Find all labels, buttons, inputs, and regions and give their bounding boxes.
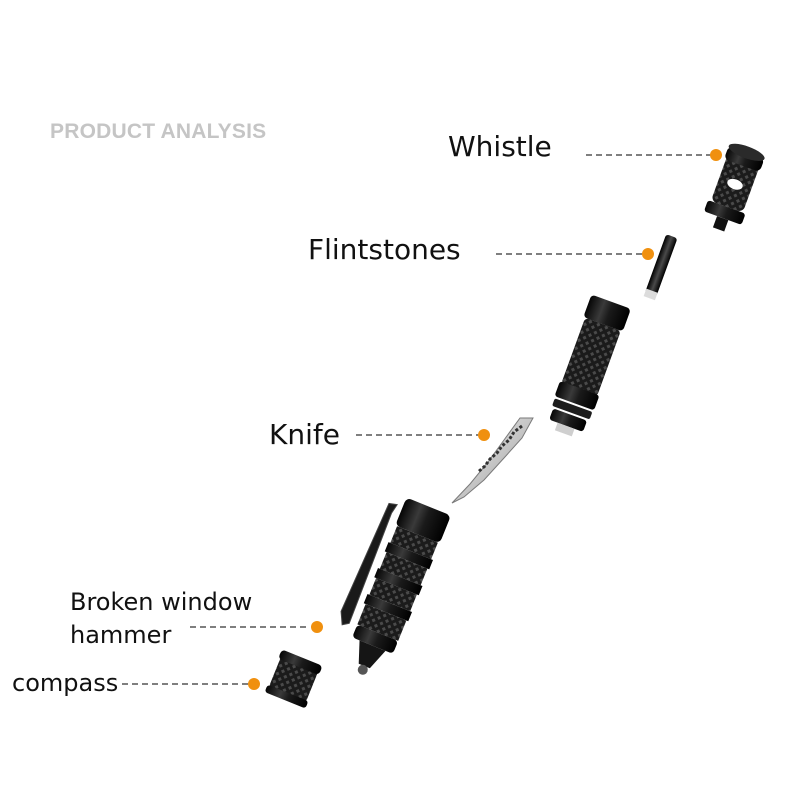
whistle-part [704,143,765,232]
broken-window-hammer-label: Broken window hammer [70,586,252,652]
hammer-label-line2: hammer [70,621,172,649]
compass-part [265,650,322,708]
flintstones-label: Flintstones [308,233,461,266]
hammer-marker [311,621,323,633]
whistle-label: Whistle [448,130,552,163]
compass-marker [248,678,260,690]
hammer-label-line1: Broken window [70,588,253,616]
callout-leaders [122,149,722,690]
knife-label: Knife [269,418,340,451]
flintstones-part [643,234,677,301]
pen-body-part [340,499,450,675]
knife-marker [478,429,490,441]
knife-handle-part [549,295,630,437]
knife-blade-part [451,417,534,504]
flintstones-marker [642,248,654,260]
compass-label: compass [12,669,119,697]
page-title: PRODUCT ANALYSIS [50,120,267,143]
whistle-marker [710,149,722,161]
